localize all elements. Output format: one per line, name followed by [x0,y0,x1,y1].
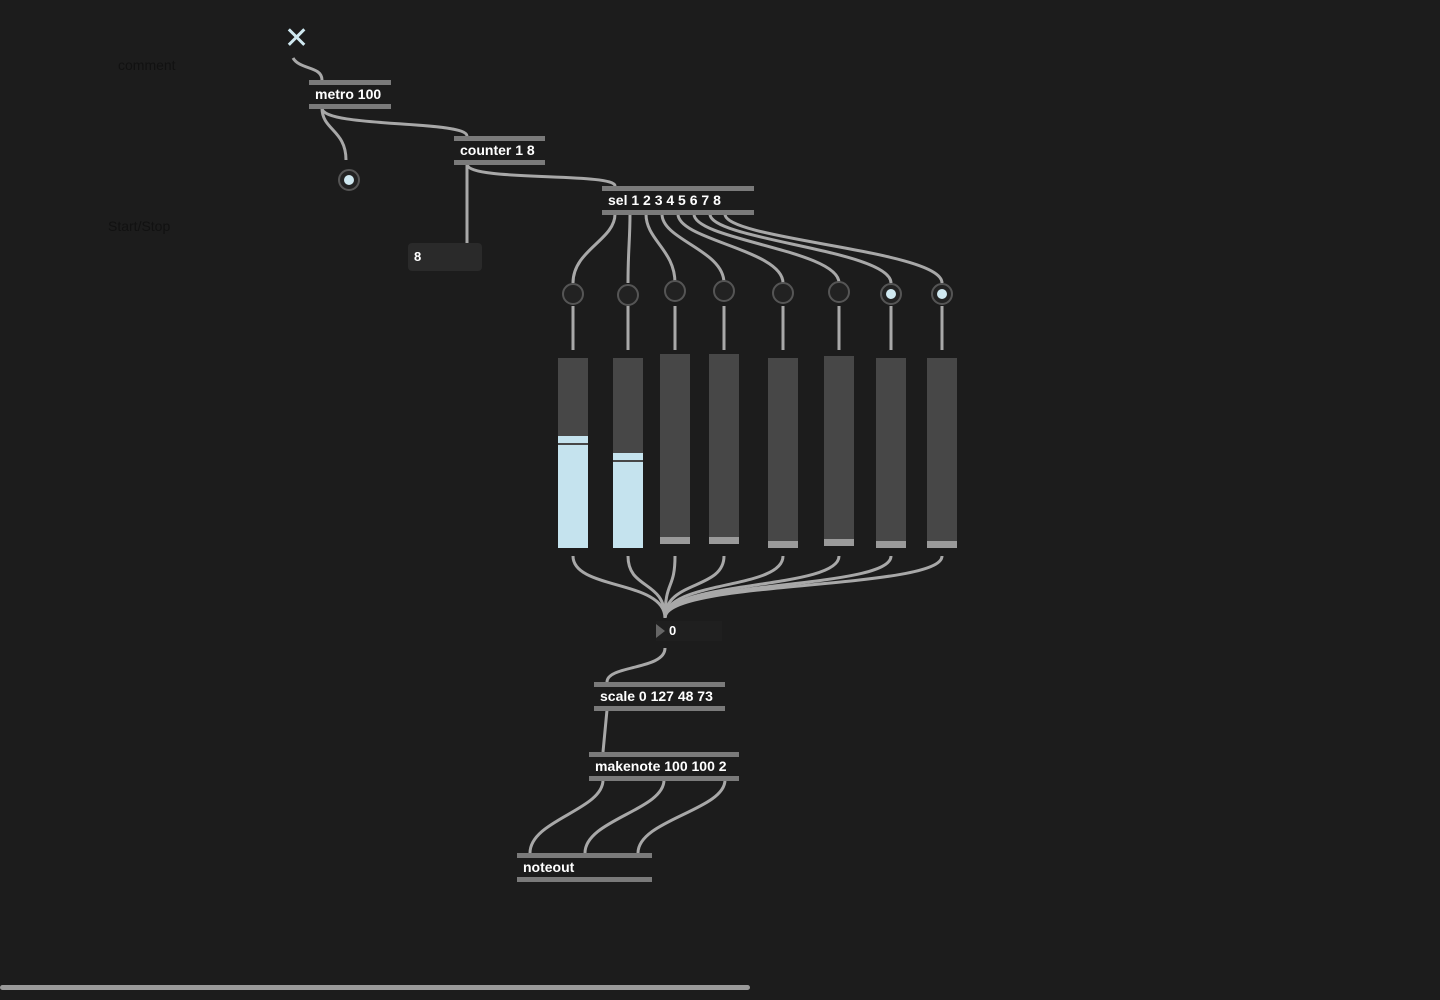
sel-object[interactable]: sel 1 2 3 4 5 6 7 8 [602,186,754,215]
toggle-x-icon[interactable]: ✕ [284,22,310,55]
metro-object[interactable]: metro 100 [309,80,391,109]
slider-knob[interactable] [660,537,690,544]
patch-cord[interactable] [320,107,469,137]
patch-cord[interactable] [663,555,944,619]
bang-1[interactable] [562,283,584,305]
patch-cord[interactable] [571,555,667,619]
bang-3[interactable] [664,280,686,302]
comment-label: comment [118,57,176,73]
bang-6[interactable] [828,281,850,303]
patch-cord[interactable] [636,779,727,854]
slider-knob[interactable] [709,537,739,544]
patch-cord[interactable] [644,213,677,284]
slider-3[interactable] [660,354,690,544]
slider-5[interactable] [768,358,798,548]
patch-cord[interactable] [465,163,617,188]
slider-knob[interactable] [824,539,854,546]
output-number-box[interactable]: 0 [656,621,722,641]
slider-fill [558,444,588,548]
patch-cord[interactable] [692,213,841,284]
patch-cord[interactable] [571,213,617,284]
bang-8[interactable] [931,283,953,305]
slider-knob[interactable] [876,541,906,548]
number-arrow-icon [656,624,665,638]
patch-cord[interactable] [723,213,944,284]
counter-number-box[interactable]: 8 [408,243,482,271]
patch-cord[interactable] [528,779,605,854]
counter-object[interactable]: counter 1 8 [454,136,545,165]
start-stop-label: Start/Stop [108,218,171,234]
patch-cord[interactable] [320,107,348,161]
patch-cord[interactable] [660,213,726,284]
bang-4[interactable] [713,280,735,302]
horizontal-scrollbar[interactable] [0,985,750,990]
slider-2[interactable] [613,358,643,548]
bang-5[interactable] [772,282,794,304]
slider-fill [613,462,643,548]
patch-cord[interactable] [708,213,893,284]
metro-bang[interactable] [338,169,360,191]
slider-6[interactable] [824,356,854,546]
makenote-object[interactable]: makenote 100 100 2 [589,752,739,781]
slider-4[interactable] [709,354,739,544]
patch-cord[interactable] [626,555,667,619]
slider-knob[interactable] [613,453,643,461]
patch-cord[interactable] [583,779,666,854]
bang-2[interactable] [617,284,639,306]
patch-cord[interactable] [626,213,632,284]
slider-knob[interactable] [927,541,957,548]
slider-knob[interactable] [558,435,588,443]
patch-cord[interactable] [291,57,324,81]
scale-object[interactable]: scale 0 127 48 73 [594,682,725,711]
patch-cord[interactable] [676,213,785,284]
slider-8[interactable] [927,358,957,548]
noteout-object[interactable]: noteout [517,853,652,882]
slider-1[interactable] [558,358,588,548]
patch-cord[interactable] [601,709,609,753]
bang-7[interactable] [880,283,902,305]
slider-knob[interactable] [768,541,798,548]
patch-cord[interactable] [605,647,667,683]
slider-7[interactable] [876,358,906,548]
